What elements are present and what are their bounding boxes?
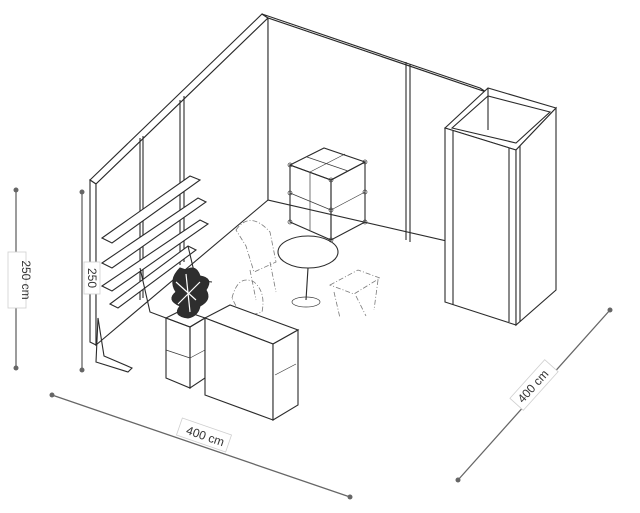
round-table [277, 235, 339, 308]
height-dimension: 250 cm [7, 187, 33, 371]
cube-shelf [287, 147, 368, 243]
wall-shelves [95, 175, 213, 373]
plant-stand [164, 309, 207, 390]
counter [203, 304, 300, 421]
plant [171, 267, 210, 319]
storage-cabin [443, 87, 558, 327]
depth-dimension: 400 cm [455, 307, 613, 483]
height-label: 250 cm [19, 260, 33, 299]
inner-height-dimension: 250 [79, 189, 101, 373]
width-dimension: 400 cm [49, 392, 353, 500]
chairs [231, 220, 381, 319]
inner-height-label: 250 [85, 268, 99, 288]
back-wall [261, 13, 487, 251]
